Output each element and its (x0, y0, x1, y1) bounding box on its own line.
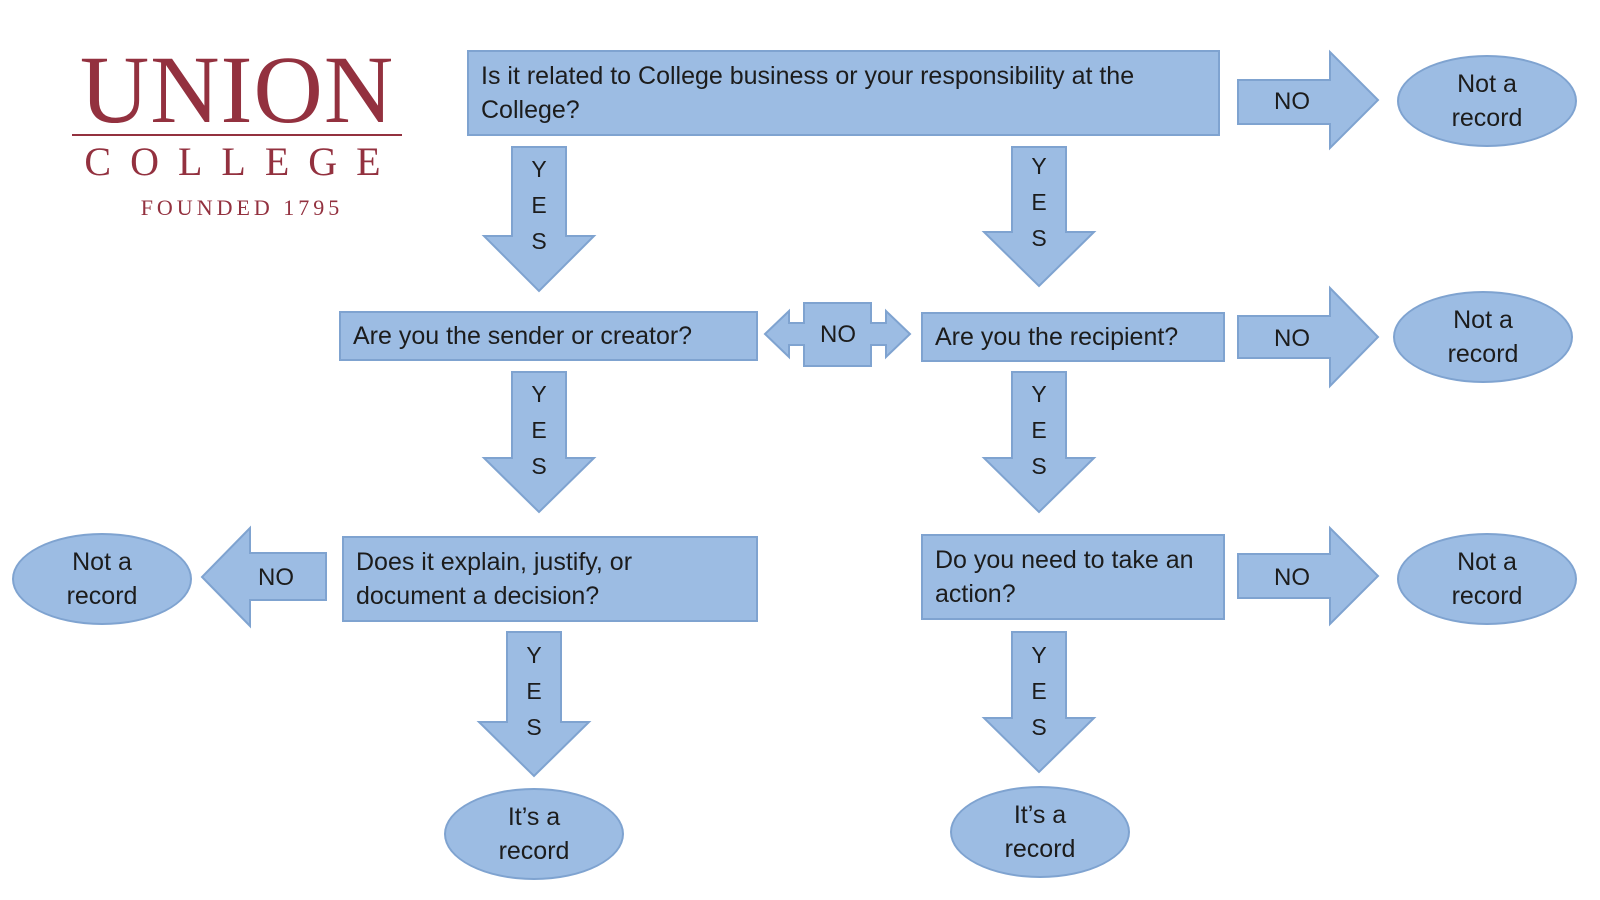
yes-label-4: Y E S (1031, 381, 1047, 479)
yes-label-6: Y E S (1031, 642, 1047, 740)
no-arrow-recipient (1237, 285, 1380, 389)
no-arrow-sender-recipient (763, 302, 912, 367)
question-sender-creator: Are you the sender or creator? (339, 311, 758, 361)
outcome-not-a-record-3: Not a record (1397, 533, 1577, 625)
no-label-5: NO (820, 321, 856, 348)
yes-label-2: Y E S (1031, 153, 1047, 251)
outcome-not-a-record-1: Not a record (1397, 55, 1577, 147)
yes-arrow-business-to-sender (481, 146, 597, 293)
yes-arrow-recipient-to-action (981, 371, 1097, 514)
no-arrow-explain (200, 525, 327, 629)
no-label-2: NO (1274, 325, 1310, 352)
question-recipient: Are you the recipient? (921, 312, 1225, 362)
no-label-4: NO (258, 564, 294, 591)
yes-arrow-explain-to-record (476, 631, 592, 778)
yes-label-5: Y E S (526, 642, 542, 740)
outcome-its-a-record-1: It’s a record (444, 788, 624, 880)
no-label-3: NO (1274, 564, 1310, 591)
logo-wordmark-union: UNION (79, 36, 395, 143)
question-college-business: Is it related to College business or you… (467, 50, 1220, 136)
logo-tagline: FOUNDED 1795 (140, 195, 344, 220)
question-take-action: Do you need to take an action? (921, 534, 1225, 620)
no-arrow-action (1237, 525, 1380, 627)
no-arrow-business (1237, 49, 1380, 151)
yes-arrow-action-to-record (981, 631, 1097, 774)
logo-divider (72, 134, 402, 136)
logo-wordmark-college: COLLEGE (84, 139, 400, 184)
yes-arrow-business-to-recipient (981, 146, 1097, 288)
yes-label-3: Y E S (531, 381, 547, 479)
yes-label-1: Y E S (531, 156, 547, 254)
outcome-its-a-record-2: It’s a record (950, 786, 1130, 878)
question-explain-decision: Does it explain, justify, or document a … (342, 536, 758, 622)
outcome-not-a-record-4: Not a record (12, 533, 192, 625)
outcome-not-a-record-2: Not a record (1393, 291, 1573, 383)
no-label-1: NO (1274, 88, 1310, 115)
yes-arrow-sender-to-explain (481, 371, 597, 514)
